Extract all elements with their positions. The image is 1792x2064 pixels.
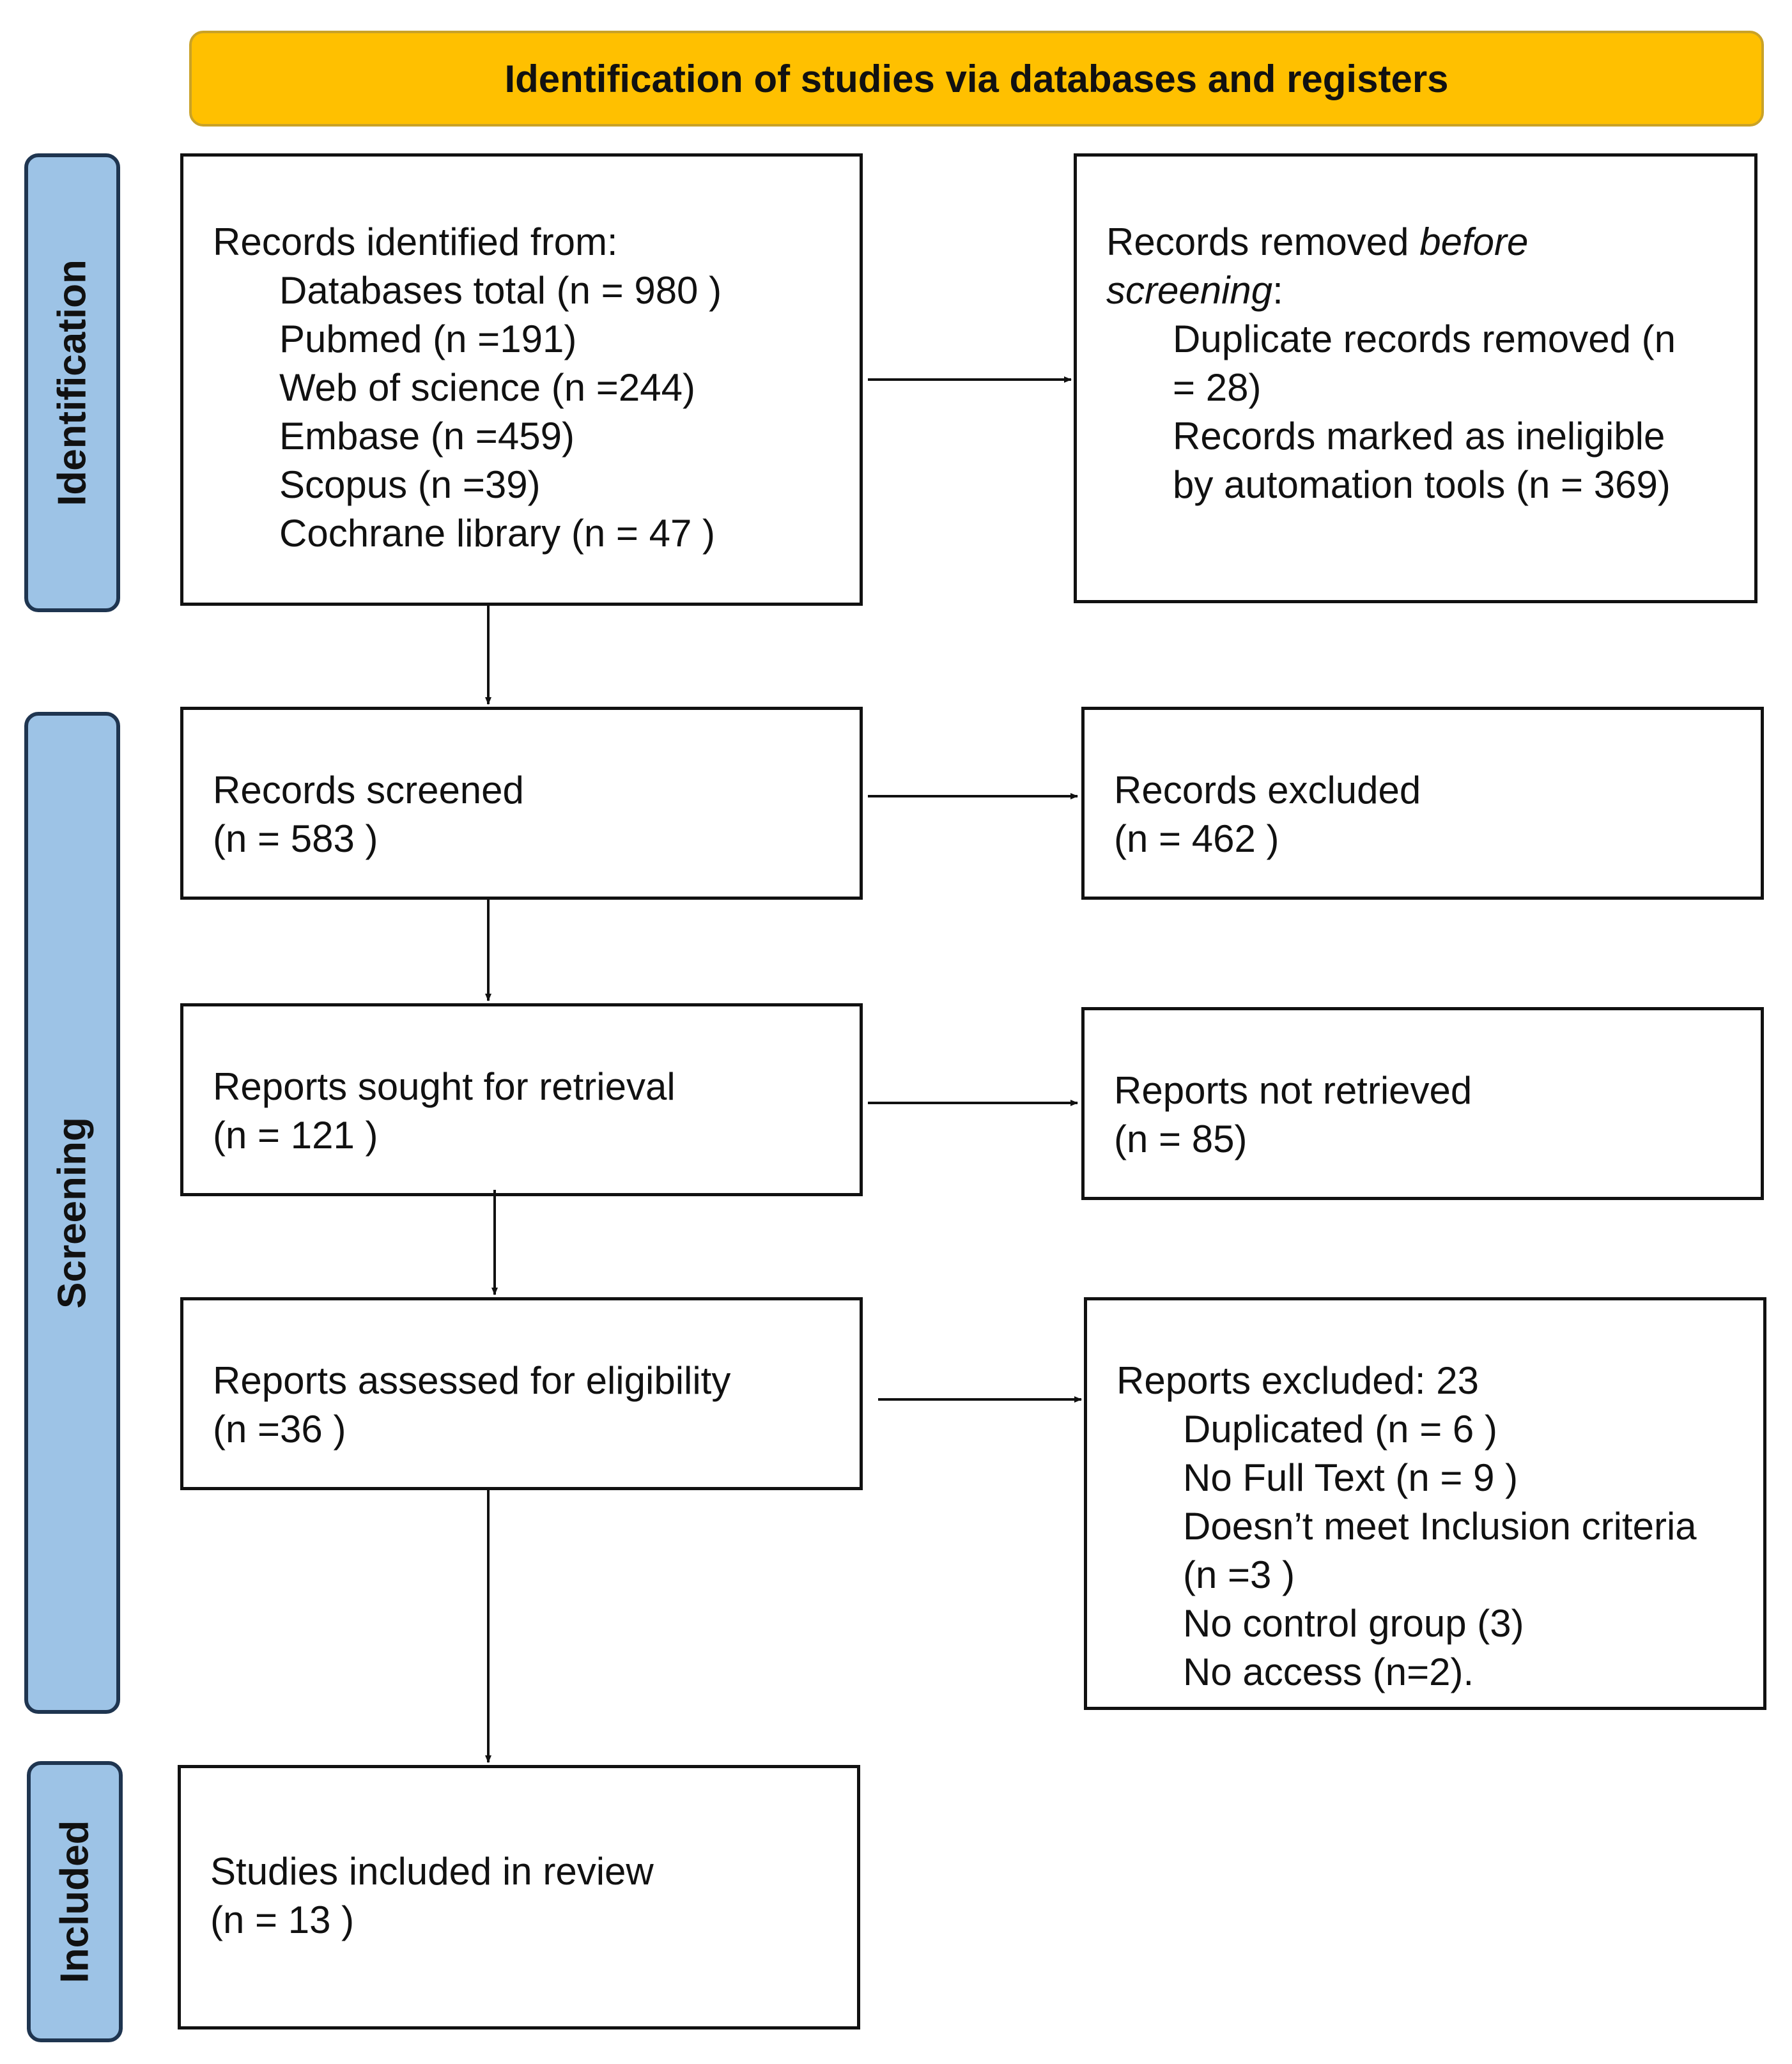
source-cochrane: Cochrane library (n = 47 ) xyxy=(279,512,715,555)
reports-excluded-heading: Reports excluded: 23 xyxy=(1116,1359,1479,1402)
records-removed-box: Records removed before screening: Duplic… xyxy=(1074,153,1757,603)
phase-identification: Identification xyxy=(24,153,120,612)
duplicate-records-removed: Duplicate records removed (n xyxy=(1173,318,1676,360)
records-removed-heading-line1: Records removed before xyxy=(1106,218,1729,266)
reports-assessed-count: (n =36 ) xyxy=(213,1408,346,1451)
records-screened-box: Records screened (n = 583 ) xyxy=(180,707,863,900)
records-excluded-count: (n = 462 ) xyxy=(1114,817,1279,860)
reports-not-retrieved-box: Reports not retrieved (n = 85) xyxy=(1081,1007,1764,1200)
reports-assessed-label: Reports assessed for eligibility xyxy=(213,1359,731,1402)
records-excluded-label: Records excluded xyxy=(1114,769,1421,812)
records-removed-heading-prefix: Records removed xyxy=(1106,220,1420,263)
records-identified-heading: Records identified from: xyxy=(213,220,618,263)
phase-screening: Screening xyxy=(24,712,120,1714)
ineligible-records: Records marked as ineligible xyxy=(1173,415,1665,458)
source-scopus: Scopus (n =39) xyxy=(279,463,541,506)
records-removed-heading-italic-1: before xyxy=(1419,220,1529,263)
reports-excluded-box: Reports excluded: 23 Duplicated (n = 6 )… xyxy=(1084,1297,1766,1710)
phase-included: Included xyxy=(27,1761,123,2042)
records-screened-count: (n = 583 ) xyxy=(213,817,378,860)
records-removed-heading-italic-2: screening xyxy=(1106,269,1273,312)
records-removed-heading-suffix: : xyxy=(1272,269,1283,312)
ineligible-records-count: by automation tools (n = 369) xyxy=(1173,463,1671,506)
excluded-duplicated: Duplicated (n = 6 ) xyxy=(1183,1408,1497,1451)
studies-included-box: Studies included in review (n = 13 ) xyxy=(178,1765,860,2029)
source-embase: Embase (n =459) xyxy=(279,415,575,458)
records-excluded-box: Records excluded (n = 462 ) xyxy=(1081,707,1764,900)
studies-included-label: Studies included in review xyxy=(210,1850,654,1893)
reports-not-retrieved-label: Reports not retrieved xyxy=(1114,1069,1472,1112)
reports-sought-count: (n = 121 ) xyxy=(213,1114,378,1157)
duplicate-records-count: = 28) xyxy=(1173,366,1262,409)
excluded-inclusion-criteria-count: (n =3 ) xyxy=(1183,1553,1295,1596)
records-identified-box: Records identified from: Databases total… xyxy=(180,153,863,606)
records-removed-heading-line2: screening: xyxy=(1106,266,1729,315)
excluded-no-full-text: No Full Text (n = 9 ) xyxy=(1183,1456,1518,1499)
reports-not-retrieved-count: (n = 85) xyxy=(1114,1118,1247,1160)
excluded-no-access: No access (n=2). xyxy=(1183,1651,1474,1693)
reports-assessed-box: Reports assessed for eligibility (n =36 … xyxy=(180,1297,863,1490)
excluded-no-control-group: No control group (3) xyxy=(1183,1602,1524,1645)
studies-included-count: (n = 13 ) xyxy=(210,1898,355,1941)
reports-sought-box: Reports sought for retrieval (n = 121 ) xyxy=(180,1003,863,1196)
reports-sought-label: Reports sought for retrieval xyxy=(213,1065,676,1108)
source-web-of-science: Web of science (n =244) xyxy=(279,366,695,409)
identification-banner: Identification of studies via databases … xyxy=(189,31,1764,127)
records-screened-label: Records screened xyxy=(213,769,524,812)
excluded-inclusion-criteria: Doesn’t meet Inclusion criteria xyxy=(1183,1505,1697,1548)
source-pubmed: Pubmed (n =191) xyxy=(279,318,577,360)
banner-title: Identification of studies via databases … xyxy=(504,57,1449,100)
source-databases-total: Databases total (n = 980 ) xyxy=(279,269,722,312)
